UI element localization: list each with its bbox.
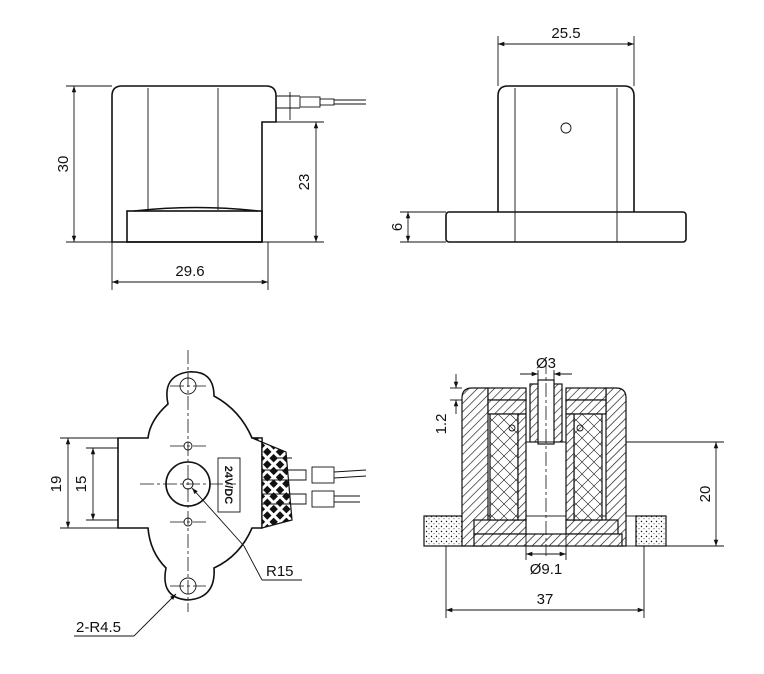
marking-plate [217,457,241,513]
housing-wall-right [605,387,627,547]
side-width-label: 25.5 [551,25,580,42]
front-view: 30 23 29.6 [55,85,366,290]
base-width-label: 37 [537,591,554,608]
lead-wire [276,92,366,120]
top-view: 24V/DC 19 15 R15 2-R4.5 [48,350,367,637]
wall-label: 1.2 [433,414,450,435]
side-view: 25.5 6 [389,25,687,243]
side-base-label: 6 [389,223,406,231]
flange-left [423,515,465,547]
housing-top-right [565,387,607,401]
radius-label: R15 [266,563,294,580]
housing-top-left [487,387,527,401]
terminals [262,457,367,508]
bore-label: Ø9.1 [530,561,563,578]
section-height-label: 20 [697,486,714,503]
top-outer-label: 19 [48,476,65,493]
holes-label: 2-R4.5 [76,619,121,636]
terminal-block [251,437,293,529]
section-view: Ø3 1.2 20 Ø9.1 37 [423,355,724,618]
housing-wall-left [461,387,489,547]
flange-right [635,515,667,547]
front-width-label: 29.6 [175,263,204,280]
front-step-label: 23 [296,174,313,191]
coil-marking: 24V/DC [222,466,234,505]
side-hole [560,122,572,134]
top-inner-label: 15 [73,476,90,493]
pin-diameter-label: Ø3 [536,355,556,372]
coil-winding-left [489,413,519,521]
front-height-label: 30 [55,156,72,173]
